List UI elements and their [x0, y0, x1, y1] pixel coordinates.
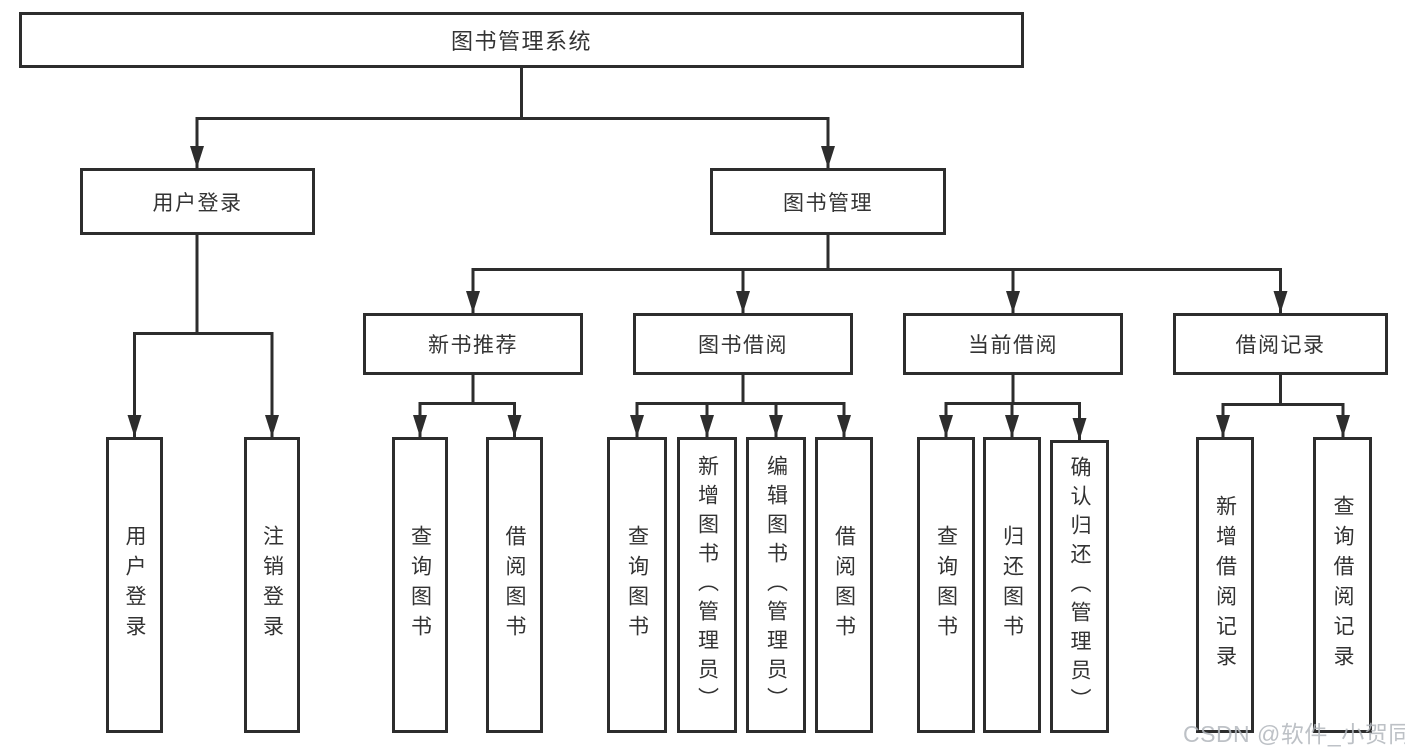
node-label: 新增借阅记录 [1213, 495, 1237, 675]
node-label: 编辑图书（管理员） [764, 454, 788, 716]
node-leaf-edit-books-admin: 编辑图书（管理员） [746, 437, 806, 733]
node-label: 查询图书 [934, 525, 958, 645]
node-leaf-return-books: 归还图书 [983, 437, 1041, 733]
node-leaf-query-books-recommend: 查询图书 [392, 437, 448, 733]
node-leaf-add-borrow-record: 新增借阅记录 [1196, 437, 1254, 733]
node-leaf-logout: 注销登录 [244, 437, 300, 733]
node-label: 新书推荐 [428, 334, 518, 357]
node-label: 归还图书 [1000, 525, 1024, 645]
node-label: 查询借阅记录 [1331, 495, 1354, 675]
node-label: 图书管理系统 [450, 29, 592, 54]
node-label: 查询图书 [625, 525, 649, 645]
node-label: 新增图书（管理员） [695, 454, 719, 716]
node-label: 当前借阅 [968, 334, 1058, 357]
node-leaf-add-books-admin: 新增图书（管理员） [677, 437, 737, 733]
node-borrowing-records: 借阅记录 [1173, 313, 1388, 375]
node-label: 确认归还（管理员） [1068, 456, 1091, 717]
node-label: 借阅图书 [503, 525, 526, 645]
node-label: 图书管理 [783, 191, 873, 215]
node-leaf-query-borrow-record: 查询借阅记录 [1313, 437, 1372, 733]
node-user-login: 用户登录 [80, 168, 315, 235]
node-label: 用户登录 [123, 525, 146, 645]
node-book-management-system: 图书管理系统 [19, 12, 1024, 68]
csdn-watermark: CSDN @软件_小贺同学 [1183, 721, 1405, 747]
node-label: 注销登录 [260, 525, 284, 645]
node-leaf-borrow-books-recommend: 借阅图书 [486, 437, 543, 733]
node-label: 用户登录 [152, 191, 243, 215]
node-new-book-recommend: 新书推荐 [363, 313, 583, 375]
node-label: 图书借阅 [698, 334, 788, 357]
node-leaf-user-login: 用户登录 [106, 437, 163, 733]
node-current-borrowing: 当前借阅 [903, 313, 1123, 375]
node-leaf-confirm-return-admin: 确认归还（管理员） [1050, 440, 1109, 733]
node-leaf-query-books-current: 查询图书 [917, 437, 975, 733]
node-leaf-query-books-borrowing: 查询图书 [607, 437, 667, 733]
node-book-borrowing: 图书借阅 [633, 313, 853, 375]
node-label: 借阅图书 [832, 525, 856, 645]
node-leaf-borrow-books-borrowing: 借阅图书 [815, 437, 873, 733]
node-label: 借阅记录 [1235, 334, 1326, 357]
node-book-management: 图书管理 [710, 168, 946, 235]
node-label: 查询图书 [408, 525, 432, 645]
